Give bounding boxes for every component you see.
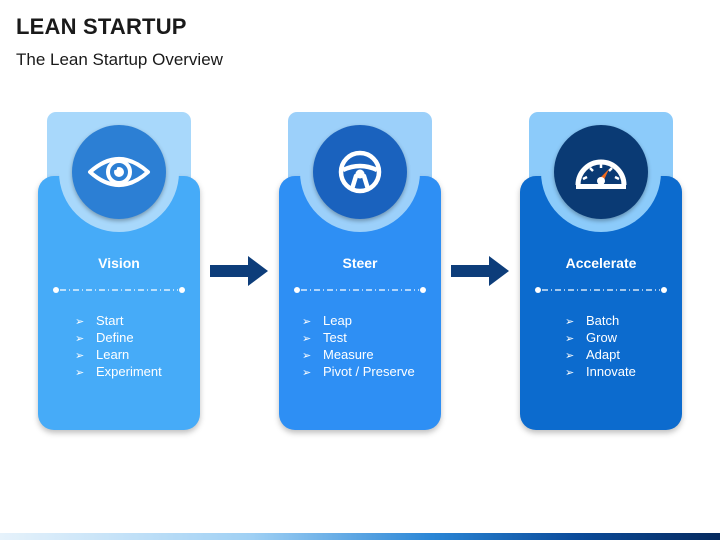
- bullet-arrow-icon: ➢: [565, 333, 575, 345]
- arrow-right-icon: [451, 256, 509, 286]
- list-item: ➢Test: [302, 329, 415, 346]
- list-item: ➢Experiment: [75, 363, 162, 380]
- list-item: ➢Adapt: [565, 346, 636, 363]
- stage-card-steer: Steer ➢Leap ➢Test ➢Measure ➢Pivot / Pres…: [279, 112, 441, 430]
- speedometer-icon: [554, 125, 648, 219]
- list-item: ➢Batch: [565, 312, 636, 329]
- bullet-arrow-icon: ➢: [75, 333, 85, 345]
- list-item: ➢Grow: [565, 329, 636, 346]
- bullet-arrow-icon: ➢: [565, 367, 575, 379]
- stage-card-vision: Vision ➢Start ➢Define ➢Learn ➢Experiment: [38, 112, 200, 430]
- stage-card-accelerate: Accelerate ➢Batch ➢Grow ➢Adapt ➢Innovate: [520, 112, 682, 430]
- card-heading: Vision: [98, 255, 140, 271]
- arrow-right-icon: [210, 256, 268, 286]
- bullet-arrow-icon: ➢: [75, 367, 85, 379]
- list-item: ➢Pivot / Preserve: [302, 363, 415, 380]
- bullet-arrow-icon: ➢: [302, 367, 312, 379]
- list-item: ➢Leap: [302, 312, 415, 329]
- steering-wheel-icon: [313, 125, 407, 219]
- dotted-divider: [294, 287, 426, 293]
- item-list: ➢Leap ➢Test ➢Measure ➢Pivot / Preserve: [302, 312, 415, 380]
- item-list: ➢Start ➢Define ➢Learn ➢Experiment: [75, 312, 162, 380]
- bullet-arrow-icon: ➢: [75, 350, 85, 362]
- bullet-arrow-icon: ➢: [302, 316, 312, 328]
- item-list: ➢Batch ➢Grow ➢Adapt ➢Innovate: [565, 312, 636, 380]
- page-title: LEAN STARTUP: [16, 14, 187, 39]
- card-heading: Steer: [342, 255, 378, 271]
- dotted-divider: [53, 287, 185, 293]
- bullet-arrow-icon: ➢: [565, 316, 575, 328]
- bullet-arrow-icon: ➢: [565, 350, 575, 362]
- dotted-divider: [535, 287, 667, 293]
- list-item: ➢Start: [75, 312, 162, 329]
- list-item: ➢Innovate: [565, 363, 636, 380]
- list-item: ➢Learn: [75, 346, 162, 363]
- page-subtitle: The Lean Startup Overview: [16, 50, 223, 69]
- card-heading: Accelerate: [565, 255, 637, 271]
- list-item: ➢Define: [75, 329, 162, 346]
- list-item: ➢Measure: [302, 346, 415, 363]
- footer-gradient-bar: [0, 533, 720, 540]
- bullet-arrow-icon: ➢: [75, 316, 85, 328]
- eye-icon: [72, 125, 166, 219]
- bullet-arrow-icon: ➢: [302, 350, 312, 362]
- bullet-arrow-icon: ➢: [302, 333, 312, 345]
